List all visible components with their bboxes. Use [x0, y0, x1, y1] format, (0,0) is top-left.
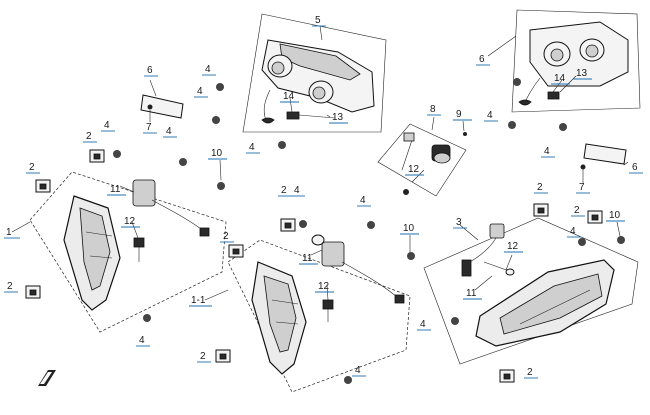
callout-12: 11	[466, 288, 477, 299]
callout-11: 10	[211, 148, 223, 159]
callout-13: 12	[318, 281, 330, 292]
callout-7: 6	[147, 65, 153, 76]
callout-15: 14	[554, 73, 566, 84]
callout-4: 4	[294, 185, 300, 196]
callout-4: 4	[487, 110, 493, 121]
callout-12: 11	[110, 184, 121, 195]
bulb-kit	[377, 123, 467, 197]
headlight-lens-center	[227, 234, 411, 393]
callout-6: 6	[479, 54, 485, 65]
headlight-assembly-right	[423, 217, 639, 365]
callout-4: 4	[420, 319, 426, 330]
callout-1: 1	[6, 227, 12, 238]
callout-4: 4	[166, 126, 172, 137]
callout-5: 5	[315, 15, 321, 26]
callout-11: 10	[403, 223, 415, 234]
callout-8: 7	[579, 182, 585, 193]
headlight-housing-center	[242, 13, 387, 133]
callout-2: 2	[223, 231, 229, 242]
headlight-housing-right	[511, 9, 641, 113]
callout-4: 4	[104, 120, 110, 131]
callout-2: 2	[86, 131, 92, 142]
callout-13: 12	[507, 241, 519, 252]
callout-4: 4	[139, 335, 145, 346]
callout-2: 2	[537, 182, 543, 193]
callout-3: 3	[456, 217, 462, 228]
callout-2: 2	[281, 185, 287, 196]
callout-2: 2	[200, 351, 206, 362]
callout-2: 2	[574, 205, 580, 216]
leader-lines	[11, 25, 629, 301]
callout-15: 14	[283, 91, 295, 102]
callout-4: 4	[205, 64, 211, 75]
callout-4: 4	[197, 86, 203, 97]
callout-10: 9	[456, 109, 462, 120]
callout-12: 11	[302, 253, 313, 264]
callout-14: 13	[332, 112, 344, 123]
callout-7: 6	[632, 162, 638, 173]
callout-11: 10	[609, 210, 621, 221]
callout-2: 2	[527, 367, 533, 378]
small-parts	[25, 78, 627, 384]
callout-4: 4	[544, 146, 550, 157]
headlight-lens-left	[29, 171, 227, 333]
callout-13: 12	[124, 216, 136, 227]
direction-arrow-icon	[38, 370, 56, 386]
callout-4: 4	[570, 226, 576, 237]
callout-4: 4	[360, 195, 366, 206]
callout-4: 4	[249, 142, 255, 153]
callout-9: 8	[430, 104, 436, 115]
callout-13: 12	[408, 164, 420, 175]
callout-8: 7	[146, 122, 152, 133]
callout-4: 4	[355, 365, 361, 376]
callout-14: 13	[576, 68, 588, 79]
callout-2: 2	[29, 162, 35, 173]
callout-2: 2	[7, 281, 13, 292]
callout-1-1: 1-1	[191, 295, 206, 306]
callout-labels: 1 1-1 2 2 2 2 2 2 2 2 2 3 4 4 4 4 4	[4, 15, 643, 379]
